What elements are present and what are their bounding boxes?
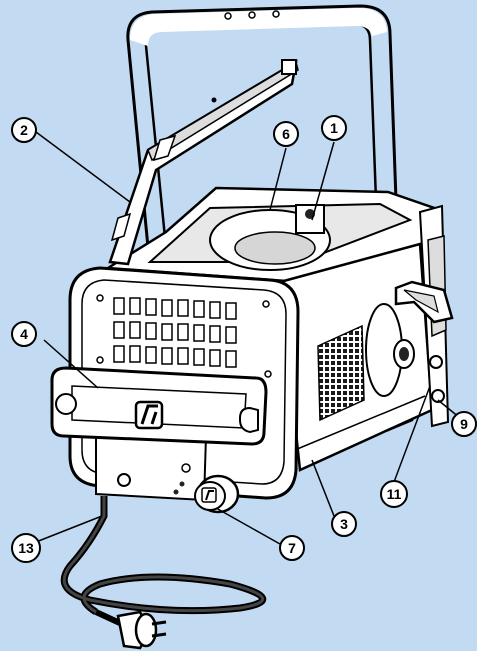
svg-text:13: 13	[18, 540, 34, 556]
callout-1: 1	[322, 116, 346, 140]
svg-text:7: 7	[288, 540, 296, 556]
svg-text:6: 6	[282, 126, 290, 142]
svg-text:11: 11	[387, 486, 402, 502]
callout-11: 11	[381, 481, 407, 507]
svg-text:3: 3	[340, 516, 348, 532]
power-cable	[64, 496, 263, 624]
svg-text:2: 2	[20, 122, 28, 138]
callout-13: 13	[12, 534, 40, 562]
callout-2: 2	[12, 118, 36, 142]
svg-text:9: 9	[460, 416, 468, 432]
carrying-handle	[52, 368, 266, 444]
power-plug-icon	[118, 612, 166, 648]
svg-text:4: 4	[20, 326, 28, 342]
callout-7: 7	[280, 536, 304, 560]
callout-9: 9	[452, 412, 476, 436]
callout-6: 6	[274, 122, 298, 146]
svg-text:1: 1	[330, 120, 338, 136]
callout-4: 4	[12, 322, 36, 346]
callout-3: 3	[332, 512, 356, 536]
